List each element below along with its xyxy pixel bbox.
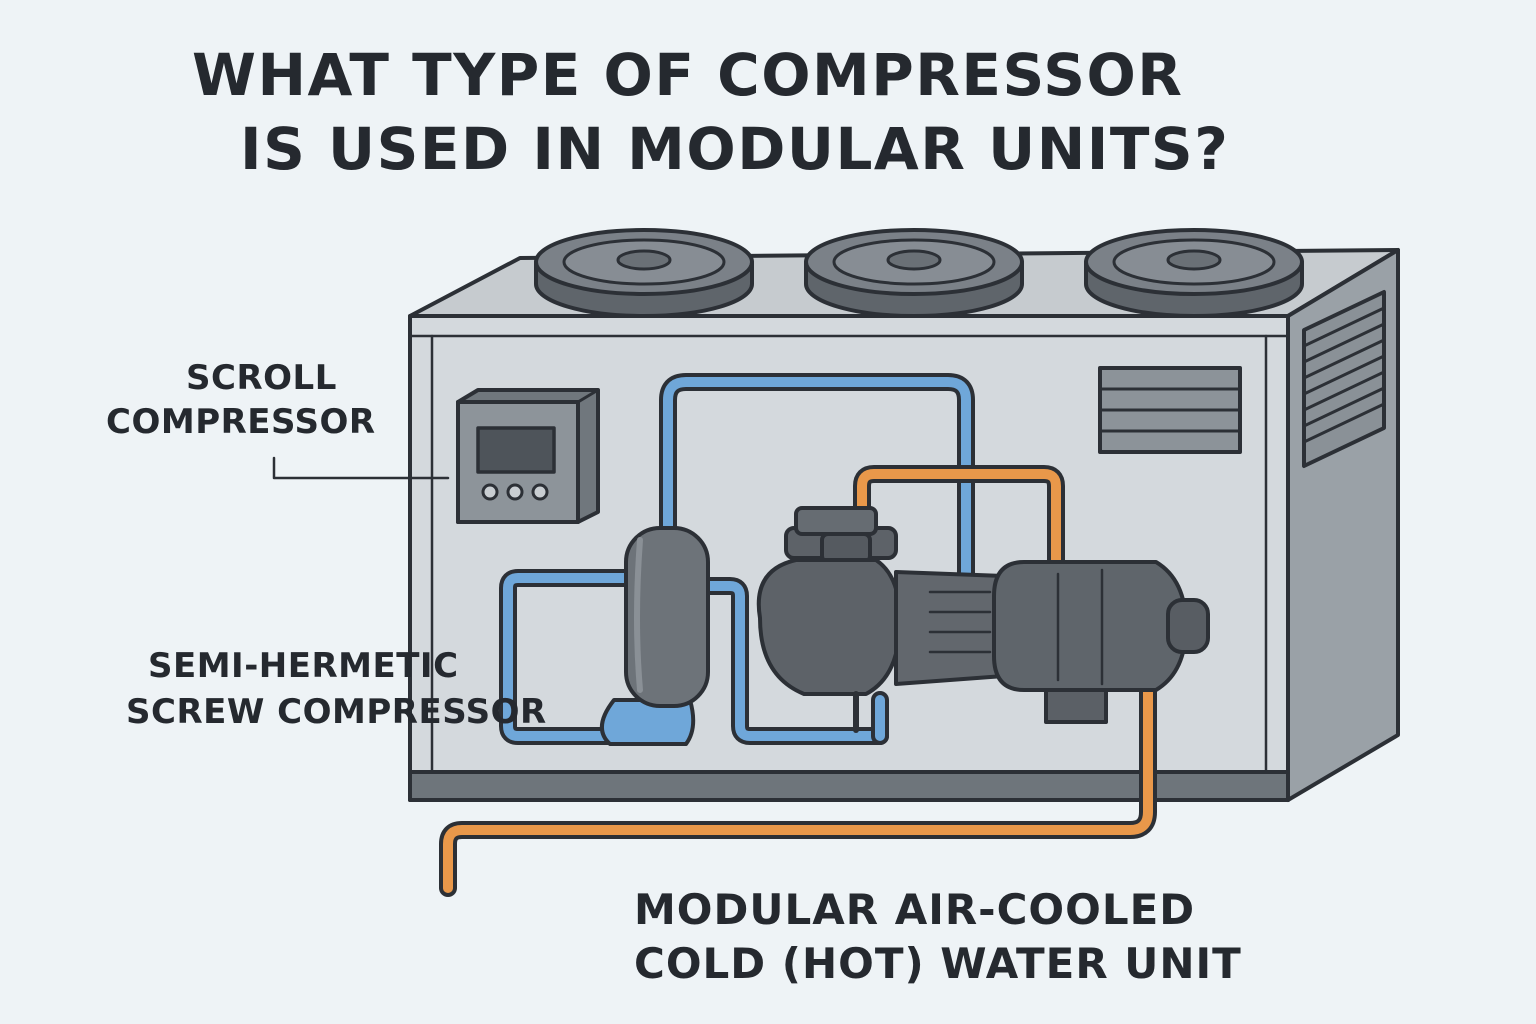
refrigerant-line bbox=[499, 373, 975, 745]
scroll-label-line-2: COMPRESSOR bbox=[106, 402, 376, 442]
page-title-line-2: IS USED IN MODULAR UNITS? bbox=[240, 115, 1230, 183]
scroll-leader-line bbox=[272, 456, 450, 480]
screw-compressor bbox=[756, 506, 1210, 733]
fan-icon bbox=[534, 228, 754, 318]
screw-label-line-2: SCREW COMPRESSOR bbox=[126, 692, 547, 732]
side-vent-icon bbox=[1302, 290, 1386, 468]
unit-label-line-1: MODULAR AIR-COOLED bbox=[634, 885, 1196, 934]
unit-label-line-2: COLD (HOT) WATER UNIT bbox=[634, 939, 1242, 988]
screw-label-line-1: SEMI-HERMETIC bbox=[148, 646, 459, 686]
accumulator-tank bbox=[600, 526, 710, 746]
vent-grille-icon bbox=[1098, 366, 1242, 454]
control-panel-icon bbox=[456, 388, 600, 524]
fan-icon bbox=[1084, 228, 1304, 318]
fan-icon bbox=[804, 228, 1024, 318]
scroll-label-line-1: SCROLL bbox=[186, 358, 337, 398]
water-line bbox=[439, 465, 1157, 897]
page-title-line-1: WHAT TYPE OF COMPRESSOR bbox=[192, 41, 1184, 109]
